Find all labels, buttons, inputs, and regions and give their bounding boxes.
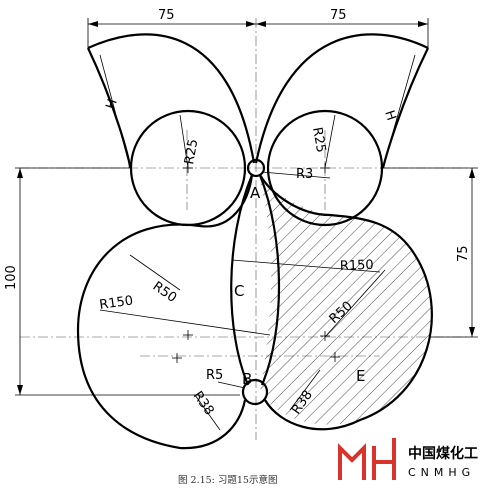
label-r3: R3	[296, 167, 313, 182]
label-h-left: H	[104, 97, 121, 111]
label-r25-left: R25	[182, 138, 201, 166]
logo-mark-icon	[338, 438, 396, 480]
label-r5: R5	[206, 368, 223, 383]
center-marks	[172, 163, 340, 363]
label-r25-right: R25	[309, 126, 328, 154]
dim-75-vert: 75	[456, 245, 471, 262]
label-r150-left: R150	[98, 293, 134, 313]
label-point-e: E	[356, 367, 365, 385]
label-point-c: C	[234, 282, 244, 300]
label-r150-right: R150	[340, 258, 374, 274]
figure-caption: 图 2.15: 习题15示意图	[178, 474, 277, 486]
label-point-b: B	[242, 370, 252, 388]
hatched-region-e	[258, 175, 432, 425]
dimension-lines	[15, 18, 478, 431]
outline	[76, 33, 433, 450]
label-point-a: A	[250, 184, 261, 202]
logo-text-cn: 中国煤化工	[408, 445, 478, 462]
dim-75-right: 75	[330, 8, 347, 23]
watermark-logo: 中国煤化工 CNMHG	[338, 438, 478, 480]
logo-text-en: CNMHG	[408, 466, 475, 479]
label-r50-left: R50	[150, 279, 180, 306]
dim-75-left: 75	[158, 8, 175, 23]
label-r38-left: R38	[190, 389, 217, 419]
dim-100: 100	[4, 265, 19, 290]
label-h-right: H	[381, 109, 398, 123]
